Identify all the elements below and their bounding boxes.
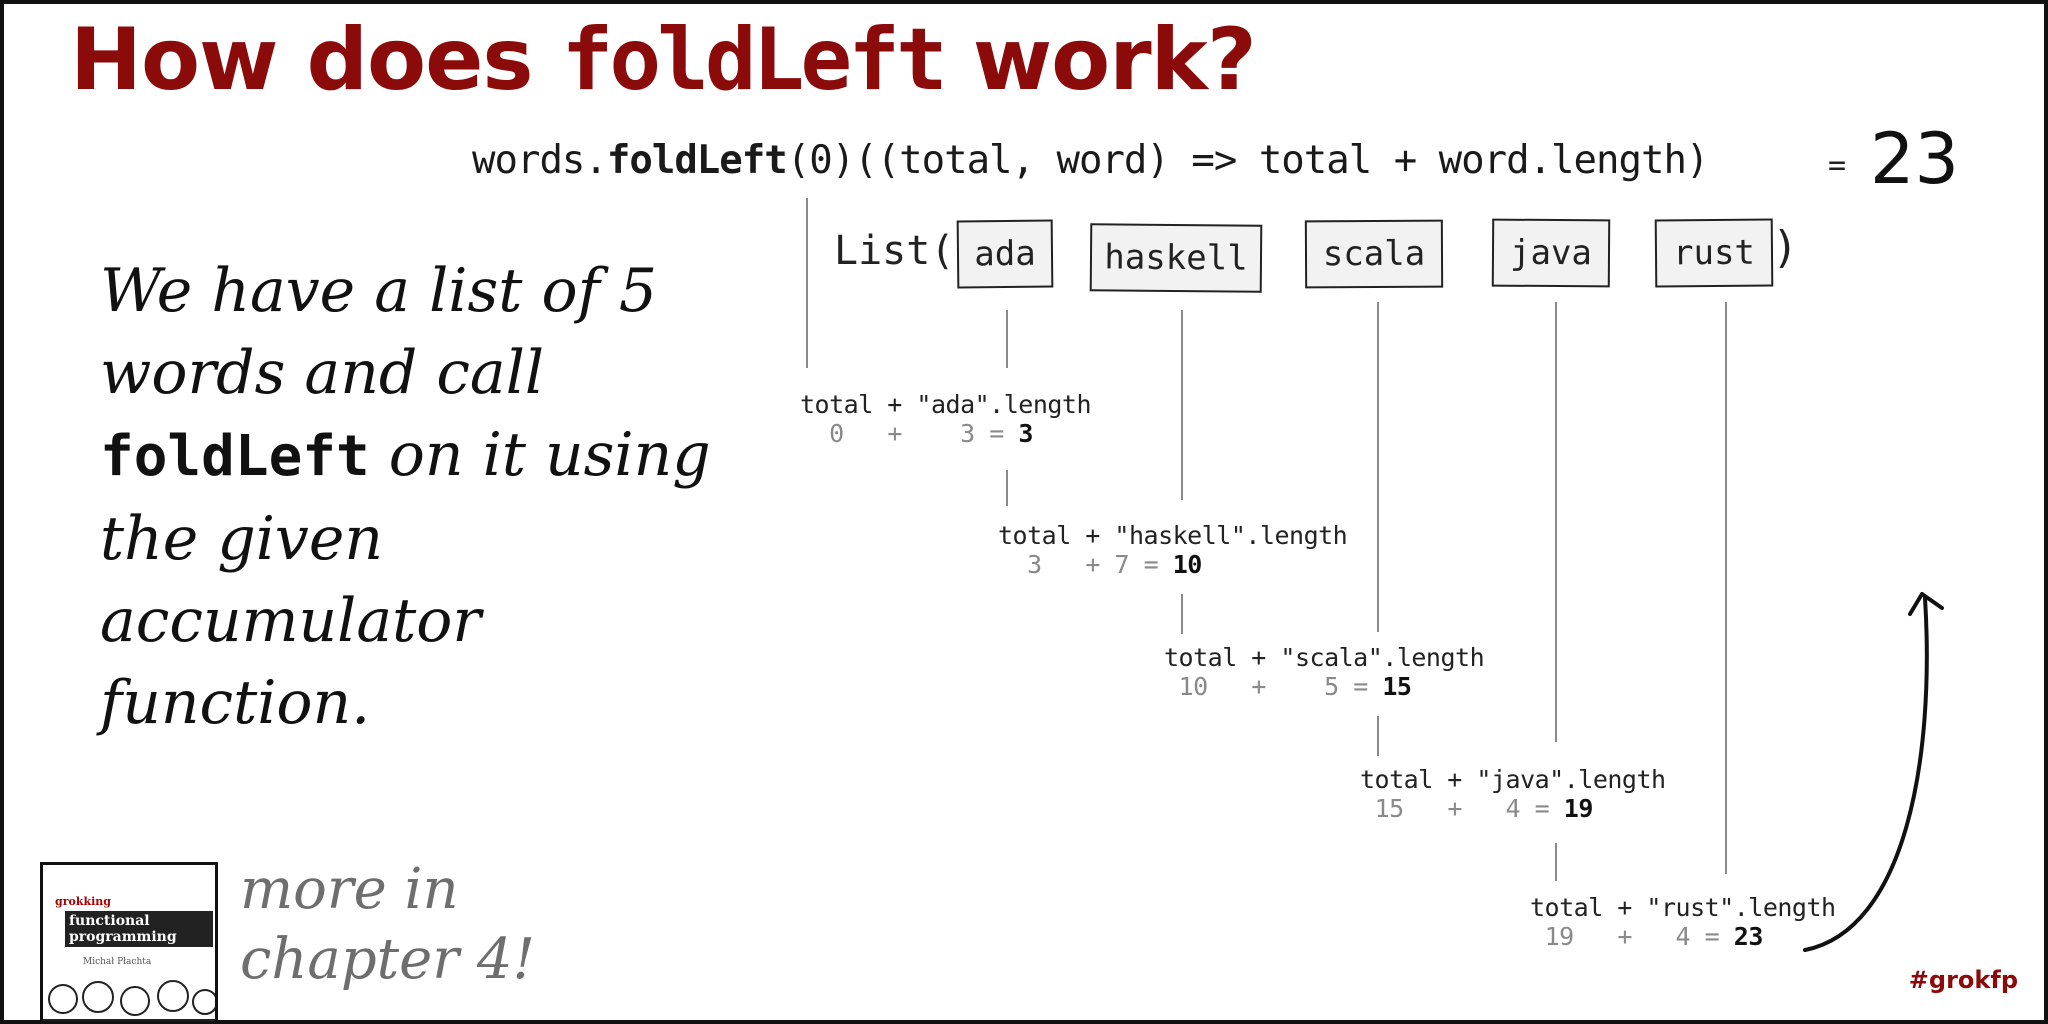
list-close: ) <box>1772 222 1799 273</box>
hashtag: #grokfp <box>1908 966 2018 994</box>
code-suffix: (0)((total, word) => total + word.length… <box>786 138 1710 183</box>
book-author: Michał Płachta <box>83 957 152 967</box>
step-java: total + "java".length 15 + 4 = 19 <box>1360 765 1666 823</box>
final-result: 23 <box>1870 118 1960 200</box>
step-haskell: total + "haskell".length 3 + 7 = 10 <box>998 521 1348 579</box>
connector-step1 <box>1006 470 1008 506</box>
book-series: grokking <box>55 895 111 908</box>
title-code: foldLeft <box>561 10 948 110</box>
step-rust: total + "rust".length 19 + 4 = 23 <box>1530 893 1836 951</box>
book-cover-image: grokking functional programming Michał P… <box>40 862 218 1024</box>
connector-step2 <box>1181 594 1183 634</box>
step-calculation: 19 + 4 = 23 <box>1544 922 1764 951</box>
code-method: foldLeft <box>606 138 788 183</box>
explanation-code: foldLeft <box>100 424 370 489</box>
connector-rust <box>1725 302 1727 874</box>
slide-title: How does foldLeft work? <box>70 10 1257 110</box>
connector-haskell <box>1181 310 1183 500</box>
step-calculation: 0 + 3 = 3 <box>829 419 1033 448</box>
step-result: 10 <box>1172 550 1203 579</box>
connector-initial <box>806 198 808 368</box>
connector-step4 <box>1555 843 1557 881</box>
step-calculation: 3 + 7 = 10 <box>1027 550 1203 579</box>
step-scala: total + "scala".length 10 + 5 = 15 <box>1164 643 1485 701</box>
connector-ada <box>1006 310 1008 368</box>
step-result: 19 <box>1563 794 1594 823</box>
step-calculation: 15 + 4 = 19 <box>1374 794 1594 823</box>
step-result: 23 <box>1733 922 1764 951</box>
promo-text: more in chapter 4! <box>240 857 536 992</box>
step-expression: total + "ada".length <box>800 390 1092 419</box>
step-expression: total + "scala".length <box>1164 643 1485 672</box>
explanation-text: We have a list of 5 words and call foldL… <box>100 256 711 738</box>
connector-scala <box>1377 302 1379 632</box>
step-ada: total + "ada".length 0 + 3 = 3 <box>800 390 1092 448</box>
step-result: 3 <box>1018 419 1033 448</box>
book-title: functional programming <box>65 911 213 947</box>
step-expression: total + "rust".length <box>1530 893 1836 922</box>
step-expression: total + "haskell".length <box>998 521 1348 550</box>
step-expression: total + "java".length <box>1360 765 1666 794</box>
code-prefix: words. <box>472 138 608 183</box>
result-equals: = <box>1828 148 1847 183</box>
step-result: 15 <box>1382 672 1412 701</box>
step-calculation: 10 + 5 = 15 <box>1178 672 1412 701</box>
code-line: words.foldLeft(0)((total, word) => total… <box>472 138 1710 183</box>
connector-java <box>1555 302 1557 742</box>
list-open: List( <box>834 228 955 274</box>
connector-step3 <box>1377 716 1379 756</box>
book-illustration <box>43 980 215 1021</box>
